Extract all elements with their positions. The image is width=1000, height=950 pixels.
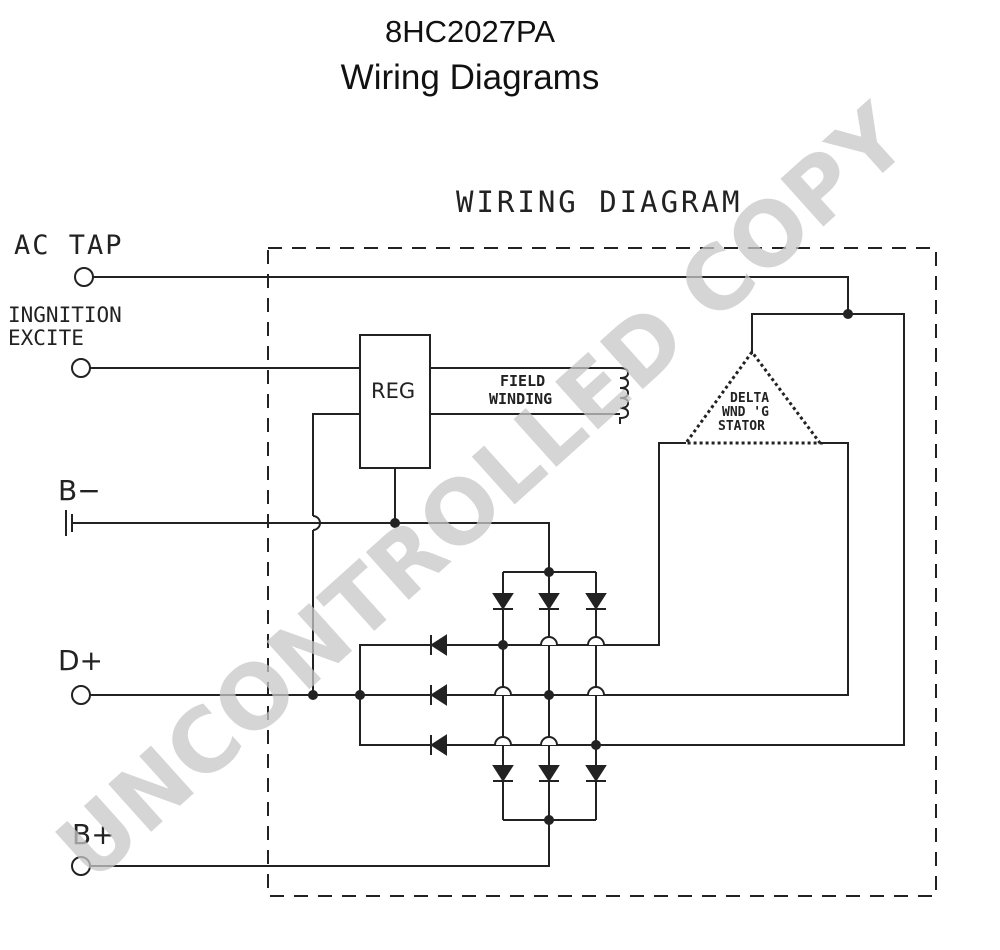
junction-dot	[544, 567, 554, 577]
junction-dot	[843, 309, 853, 319]
phase-line-3	[446, 313, 905, 746]
junction-dot	[544, 690, 554, 700]
junction-dot	[355, 690, 365, 700]
stator-label-stator: STATOR	[718, 419, 765, 434]
ac-tap-label: AC TAP	[14, 230, 124, 261]
part-number-title: 8HC2027PA	[384, 14, 556, 49]
diode-bottom-2	[538, 765, 560, 782]
b-minus-wire	[72, 522, 550, 572]
exciter-diode-2	[430, 684, 447, 706]
ac-tap-wire	[93, 276, 849, 314]
ignition-terminal	[71, 358, 91, 378]
junction-dot	[390, 518, 400, 528]
phase-line-2	[446, 442, 849, 696]
delta-stator-symbol	[683, 349, 823, 445]
ac-tap-terminal	[74, 267, 94, 287]
hop-5	[494, 736, 512, 746]
hop-3	[494, 686, 512, 696]
field-coil-symbol	[619, 367, 630, 424]
excite-label: EXCITE	[8, 326, 84, 350]
junction-dot	[544, 815, 554, 825]
field-label: FIELD	[500, 372, 545, 390]
hop-6	[540, 736, 558, 746]
junction-dot	[498, 640, 508, 650]
b-plus-label: B+	[72, 818, 115, 851]
d-plus-terminal	[71, 685, 91, 705]
page-subtitle: Wiring Diagrams	[340, 58, 600, 97]
b-minus-label: B−	[58, 474, 101, 507]
diode-bottom-1	[492, 765, 514, 782]
diode-bottom-3	[585, 765, 607, 782]
exciter-diode-1	[430, 634, 447, 656]
stator-label-delta: DELTA	[730, 391, 769, 406]
stator-label-wndg: WND 'G	[722, 405, 769, 420]
diagram-heading: WIRING DIAGRAM	[456, 185, 742, 219]
diode-top-2	[538, 593, 560, 610]
exciter-diode-3	[430, 734, 447, 756]
hop-2	[587, 636, 605, 646]
b-plus-wire	[90, 820, 550, 867]
d-plus-label: D+	[58, 644, 103, 677]
junction-dot	[308, 690, 318, 700]
reg-output-wire	[312, 413, 360, 516]
hop-4	[587, 686, 605, 696]
regulator-label: REG	[371, 379, 415, 403]
winding-label: WINDING	[489, 390, 552, 408]
diode-top-1	[492, 593, 514, 610]
ignition-label: INGNITION	[8, 303, 122, 327]
alternator-enclosure	[267, 247, 937, 897]
diode-top-3	[585, 593, 607, 610]
junction-dot	[591, 740, 601, 750]
hop-1	[540, 636, 558, 646]
